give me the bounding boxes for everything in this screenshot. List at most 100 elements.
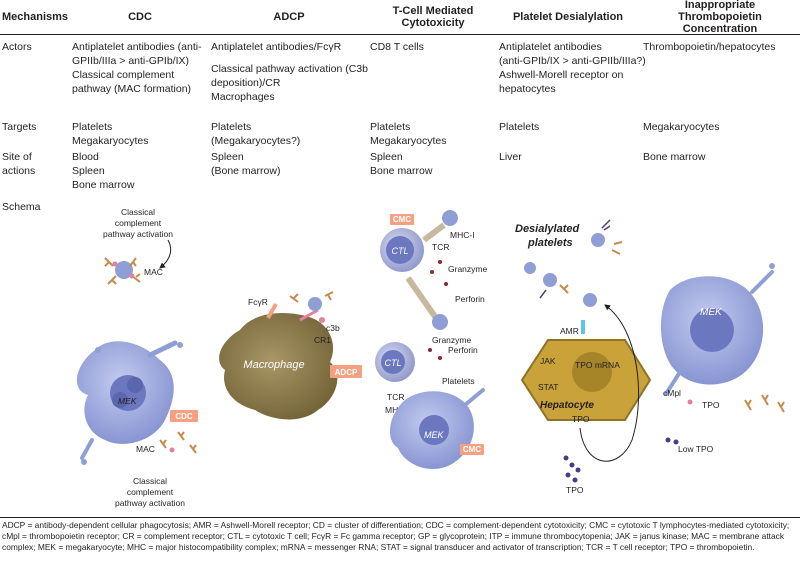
header-tcell: T-Cell Mediated Cytotoxicity	[368, 0, 498, 34]
site-platelet: Liver	[499, 150, 522, 164]
site-tpo-line: Bone marrow	[643, 151, 706, 163]
tpo-schema: MEK cMpl TPO Low TPO	[660, 263, 785, 454]
adcp-badge: ADCP	[330, 365, 362, 378]
tcell-granzyme-bottom: Granzyme	[432, 335, 471, 345]
tpo-cmpl-label: cMpl	[663, 388, 681, 398]
platelet-hepatocyte-label: Hepatocyte	[540, 400, 594, 411]
site-platelet-line: Liver	[499, 151, 522, 163]
adcp-c3b-label: c3b	[326, 323, 340, 333]
targets-tcell-line: Platelets	[370, 121, 411, 133]
cdc-mac-top: MAC	[144, 267, 163, 277]
adcp-macrophage-label: Macrophage	[243, 359, 304, 371]
tcell-granules	[428, 260, 448, 360]
header-tpo-line2: Thrombopoietin Concentration	[678, 11, 762, 35]
platelet-tpo-mrna: TPO mRNA	[575, 360, 620, 370]
tcell-perforin-bottom: Perforin	[448, 345, 478, 355]
actors-adcp-line: Macrophages	[211, 91, 275, 103]
site-tcell-line: Bone marrow	[370, 165, 433, 177]
adcp-schema: FcγR Macrophage c3b CR1 ADCP	[219, 291, 362, 420]
platelet-tpo-released: TPO	[566, 485, 584, 495]
tcell-schema: CMC CTL MHC-I TCR Granzyme Perforin Gran…	[375, 210, 487, 469]
tcell-tcr-bottom: TCR	[387, 392, 404, 402]
cdc-platelet-top	[104, 257, 141, 285]
header-cdc: CDC	[128, 11, 152, 23]
actors-cdc-line: GPIIb/IIIa > anti-GPIb/IX)	[72, 55, 190, 67]
header-tpo: Inappropriate Thrombopoietin Concentrati…	[640, 0, 800, 35]
targets-adcp-line: Platelets	[211, 121, 252, 133]
platelet-schema: Desialylated platelets AMR JAK STAT TPO …	[515, 219, 652, 495]
cdc-antibodies-bottom	[159, 431, 197, 454]
tcell-badge-top-text: CMC	[393, 215, 411, 224]
tpo-megakaryocyte	[660, 263, 775, 396]
tcell-badge-bottom: CMC	[460, 444, 484, 455]
tcell-badge-top: CMC	[390, 214, 414, 225]
actors-cdc-line: Antiplatelet antibodies (anti-	[72, 41, 202, 53]
row-label-schema: Schema	[2, 201, 41, 213]
cdc-activation-bottom-2: complement	[127, 487, 174, 497]
targets-platelet: Platelets	[499, 120, 539, 134]
site-cdc: Blood Spleen Bone marrow	[72, 150, 134, 192]
cdc-badge: CDC	[170, 410, 198, 422]
footnote-rule	[0, 517, 800, 518]
actors-tcell-line: CD8 T cells	[370, 41, 424, 53]
tpo-tpo-label: TPO	[702, 400, 720, 410]
actors-adcp: Antiplatelet antibodies/FcγR Classical p…	[211, 40, 368, 104]
adcp-badge-text: ADCP	[335, 368, 358, 377]
row-label-site-line: actions	[2, 165, 36, 177]
tcell-granzyme-top: Granzyme	[448, 264, 487, 274]
actors-platelet-line: hepatocytes	[499, 83, 556, 95]
tcell-mhc-top: MHC-I	[450, 230, 475, 240]
row-label-site-line: Site of	[2, 151, 32, 163]
tcell-badge-bottom-text: CMC	[463, 445, 481, 454]
targets-adcp: Platelets (Megakaryocytes?)	[211, 120, 300, 148]
tpo-mek-label: MEK	[700, 307, 723, 318]
tcell-ctl-top	[380, 228, 424, 272]
targets-cdc-line: Megakaryocytes	[72, 135, 149, 147]
tpo-low-tpo-particles	[665, 437, 679, 445]
tcell-ctl-bottom-label: CTL	[384, 358, 401, 368]
targets-cdc: Platelets Megakaryocytes	[72, 120, 148, 148]
cdc-activation-top-1: Classical	[121, 207, 155, 217]
tpo-low-tpo-label: Low TPO	[678, 444, 714, 454]
header-tpo-line1: Inappropriate	[684, 0, 756, 11]
targets-tpo-line: Megakaryocytes	[643, 121, 720, 133]
actors-adcp-line: Classical pathway activation (C3b	[211, 63, 368, 75]
actors-adcp-line: Antiplatelet antibodies/FcγR	[211, 41, 342, 53]
actors-platelet-line: (anti-GPIb/IX > anti-GPIIb/IIIa?)	[499, 55, 646, 67]
header-tcell-line2: Cytotoxicity	[401, 17, 465, 29]
platelet-tpo-cell: TPO	[572, 414, 590, 424]
site-adcp-line: Spleen	[211, 151, 244, 163]
tcell-tcr-top: TCR	[432, 242, 449, 252]
tpo-antibodies	[687, 394, 785, 413]
actors-platelet-line: Ashwell-Morell receptor on	[499, 69, 624, 81]
actors-tcell: CD8 T cells	[370, 40, 424, 54]
site-cdc-line: Bone marrow	[72, 179, 135, 191]
actors-platelet-line: Antiplatelet antibodies	[499, 41, 602, 53]
cdc-activation-top-2: complement	[115, 218, 162, 228]
platelet-desialylated-cells	[524, 219, 623, 307]
tcell-target-platelet-mid	[432, 314, 448, 330]
cdc-mac-bottom: MAC	[136, 444, 155, 454]
tcell-mek-label: MEK	[424, 430, 445, 440]
adcp-macrophage	[219, 303, 338, 420]
header-mechanisms: Mechanisms	[2, 11, 69, 23]
tcell-platelets-label: Platelets	[442, 376, 475, 386]
targets-adcp-line: (Megakaryocytes?)	[211, 135, 301, 147]
row-label-site: Site of actions	[2, 150, 35, 178]
site-cdc-line: Blood	[72, 151, 99, 163]
table-header-row: Mechanisms CDC ADCP T-Cell Mediated Cyto…	[0, 0, 800, 35]
targets-tpo: Megakaryocytes	[643, 120, 719, 134]
platelet-hepatocyte	[520, 339, 652, 421]
platelet-desialylated-2: platelets	[527, 237, 573, 249]
targets-tcell: Platelets Megakaryocytes	[370, 120, 446, 148]
tcell-perforin-top: Perforin	[455, 294, 485, 304]
tcell-megakaryocyte	[389, 388, 485, 469]
actors-platelet: Antiplatelet antibodies (anti-GPIb/IX > …	[499, 40, 646, 96]
adcp-cr1-label: CR1	[314, 335, 331, 345]
row-label-targets: Targets	[2, 121, 37, 133]
header-adcp: ADCP	[273, 11, 305, 23]
actors-cdc-line: Classical complement	[72, 69, 175, 81]
tcell-synapse-mid	[405, 276, 439, 320]
adcp-fcgr-label: FcγR	[248, 297, 268, 307]
platelet-amr-label: AMR	[560, 326, 579, 336]
